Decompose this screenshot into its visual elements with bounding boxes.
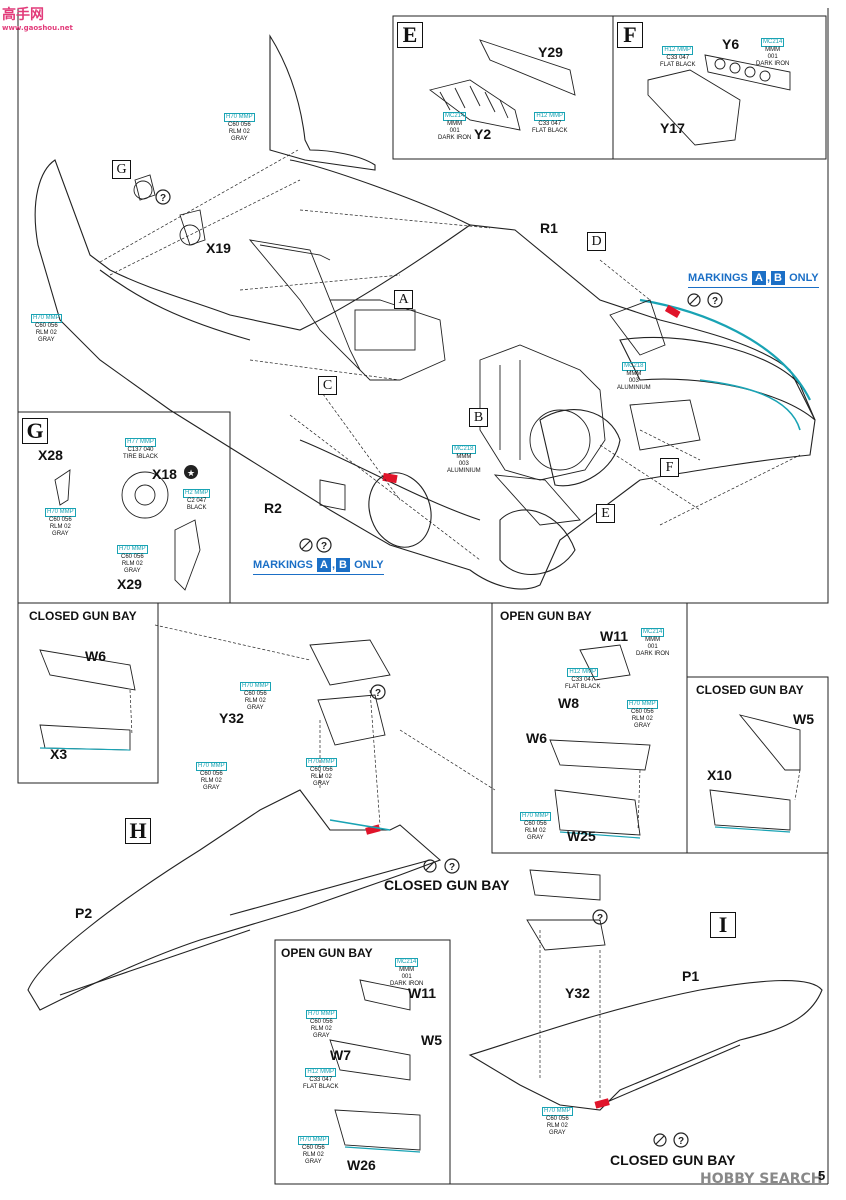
part-x29: X29 bbox=[117, 576, 142, 592]
logo-text: 高手网 bbox=[2, 7, 44, 23]
part-y29: Y29 bbox=[538, 44, 563, 60]
closed-gun-bay-label-i: CLOSED GUN BAY bbox=[610, 1152, 736, 1168]
part-w5-closed: W5 bbox=[793, 711, 814, 727]
part-y32-i: Y32 bbox=[565, 985, 590, 1001]
part-x19: X19 bbox=[206, 240, 231, 256]
closed-gun-bay-header-1: CLOSED GUN BAY bbox=[29, 609, 137, 623]
markings-ab-only-1: MARKINGS A,B ONLY bbox=[688, 271, 819, 288]
step-c-ref: C bbox=[318, 376, 337, 395]
step-d-ref: D bbox=[587, 232, 606, 251]
step-e-ref: E bbox=[596, 504, 615, 523]
part-r2: R2 bbox=[264, 500, 282, 516]
part-w7: W7 bbox=[330, 1047, 351, 1063]
part-w5-open: W5 bbox=[421, 1032, 442, 1048]
hobby-search-watermark: HOBBY SEARCH bbox=[700, 1171, 823, 1187]
closed-gun-bay-header-2: CLOSED GUN BAY bbox=[696, 683, 804, 697]
page-number: 5 bbox=[818, 1168, 826, 1183]
closed-gun-bay-1-frame bbox=[17, 602, 159, 784]
svg-text:?: ? bbox=[712, 296, 718, 307]
svg-text:?: ? bbox=[321, 541, 327, 552]
step-a-ref: A bbox=[394, 290, 413, 309]
svg-text:★: ★ bbox=[187, 469, 195, 479]
step-f-label: F bbox=[617, 22, 643, 48]
step-i-label: I bbox=[710, 912, 736, 938]
step-g-label: G bbox=[22, 418, 48, 444]
svg-text:?: ? bbox=[597, 913, 603, 924]
step-e-frame bbox=[392, 15, 614, 160]
svg-text:?: ? bbox=[160, 193, 166, 204]
step-b-ref: B bbox=[469, 408, 488, 427]
part-w6-closed: W6 bbox=[85, 648, 106, 664]
part-p1: P1 bbox=[682, 968, 700, 984]
part-w11-b: W11 bbox=[408, 985, 437, 1001]
svg-text:?: ? bbox=[375, 688, 381, 699]
open-gun-bay-header-1: OPEN GUN BAY bbox=[500, 609, 592, 623]
part-w26: W26 bbox=[347, 1157, 376, 1173]
rudder bbox=[269, 34, 376, 171]
step-g-frame bbox=[18, 411, 231, 603]
right-frame bbox=[18, 8, 829, 604]
site-logo: 高手网 www.gaoshou.net bbox=[2, 4, 73, 32]
red-highlight bbox=[382, 472, 398, 484]
part-w11-a: W11 bbox=[600, 628, 629, 644]
part-y17: Y17 bbox=[660, 120, 685, 136]
part-r1: R1 bbox=[540, 220, 558, 236]
part-x10: X10 bbox=[707, 767, 732, 783]
part-w6-open: W6 bbox=[526, 730, 547, 746]
part-y6: Y6 bbox=[722, 36, 740, 52]
markings-ab-only-2: MARKINGS A,B ONLY bbox=[253, 558, 384, 575]
step-f-frame bbox=[612, 15, 827, 160]
step-f-ref: F bbox=[660, 458, 679, 477]
open-gun-bay-header-2: OPEN GUN BAY bbox=[281, 946, 373, 960]
part-y32-h: Y32 bbox=[219, 710, 244, 726]
svg-text:?: ? bbox=[678, 1136, 684, 1147]
part-p2: P2 bbox=[75, 905, 93, 921]
logo-url: www.gaoshou.net bbox=[2, 24, 73, 32]
step-g-ref: G bbox=[112, 160, 131, 179]
step-h-label: H bbox=[125, 818, 151, 844]
part-x28: X28 bbox=[38, 447, 63, 463]
svg-text:?: ? bbox=[449, 862, 455, 873]
part-x18: X18 bbox=[152, 466, 177, 482]
closed-gun-bay-2-frame bbox=[686, 676, 829, 854]
part-w25: W25 bbox=[567, 828, 596, 844]
fuselage-shell bbox=[34, 159, 816, 590]
part-y2: Y2 bbox=[474, 126, 492, 142]
part-w8: W8 bbox=[558, 695, 579, 711]
open-gun-bay-2-frame bbox=[274, 939, 451, 1185]
closed-gun-bay-label-h: CLOSED GUN BAY bbox=[384, 877, 510, 893]
part-x3: X3 bbox=[50, 746, 68, 762]
step-e-label: E bbox=[397, 22, 423, 48]
